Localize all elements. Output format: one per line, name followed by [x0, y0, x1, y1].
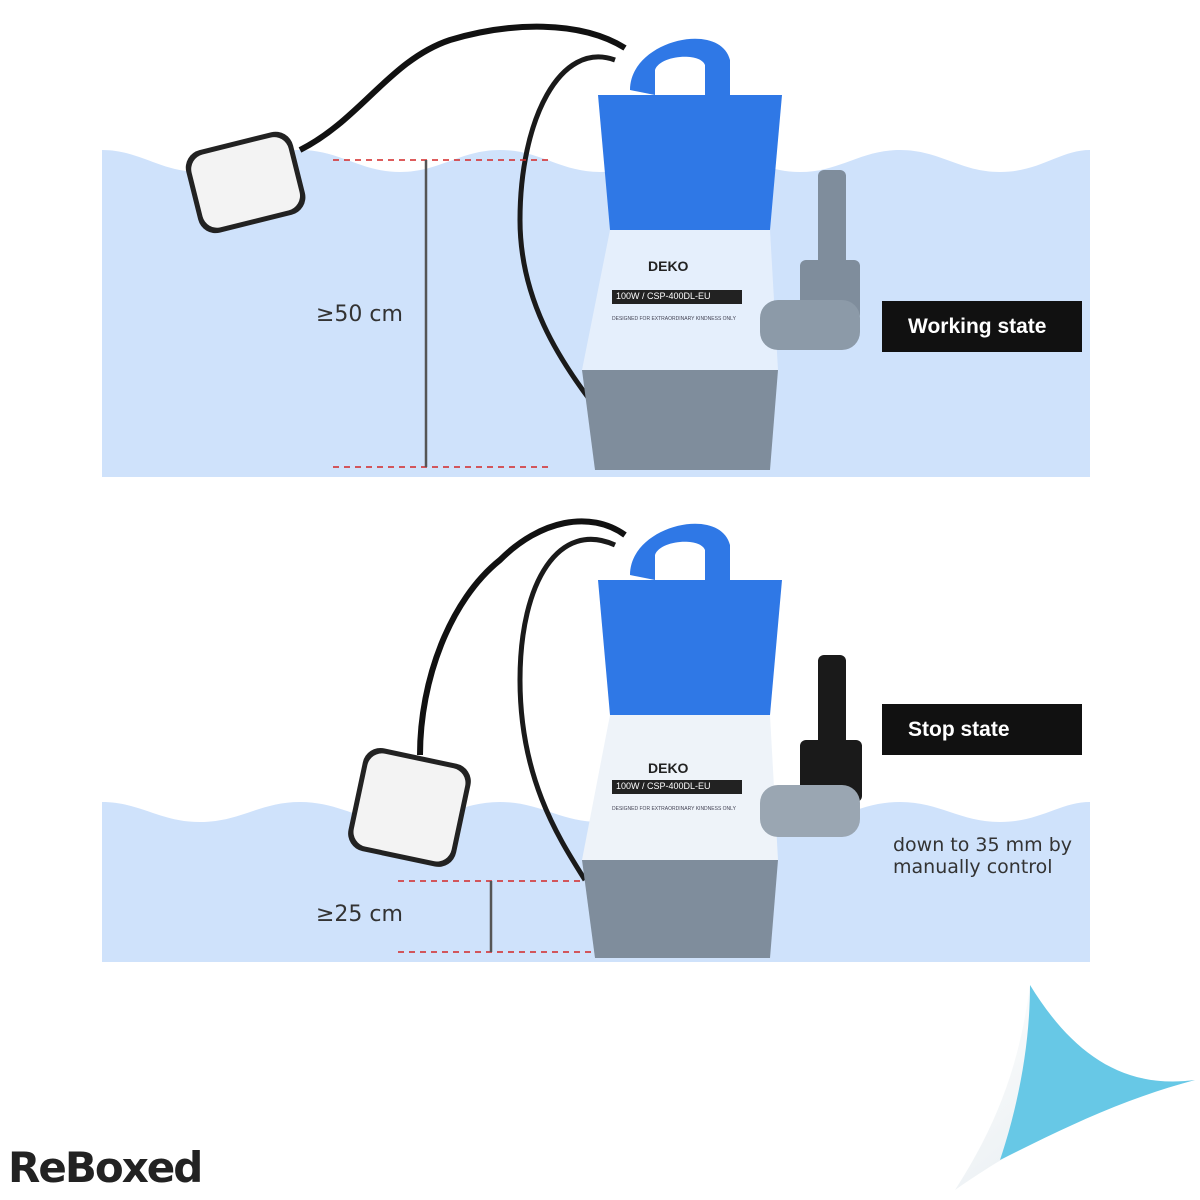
pump-small-text-top: DESIGNED FOR EXTRAORDINARY KINDNESS ONLY [612, 316, 736, 322]
stop-state-label-text: Stop state [908, 717, 1010, 741]
corner-fold [955, 985, 1195, 1190]
pump-bottom [582, 523, 862, 958]
reboxed-logo: ReBoxed [8, 1143, 203, 1192]
pump-brand-bottom: DEKO [648, 760, 689, 776]
stop-state-label: Stop state [882, 704, 1082, 755]
manual-control-note-line2: manually control [893, 856, 1053, 878]
working-state-label: Working state [882, 301, 1082, 352]
float-switch-top [185, 131, 306, 234]
working-state-label-text: Working state [908, 314, 1047, 338]
stop-depth-label: ≥25 cm [316, 902, 403, 927]
power-cable-top [517, 54, 616, 402]
float-cable-top [298, 23, 627, 153]
pump-model-bottom: 100W / CSP-400DL-EU [616, 781, 711, 791]
stop-state-scene [102, 518, 1090, 962]
manual-control-note: down to 35 mm by manually control [893, 834, 1072, 878]
pump-brand-top: DEKO [648, 258, 689, 274]
float-switch-bottom [348, 748, 471, 867]
float-cable-bottom [417, 518, 627, 756]
power-cable-bottom [517, 537, 617, 882]
working-state-scene [102, 23, 1090, 477]
manual-control-note-line1: down to 35 mm by [893, 834, 1072, 856]
pump-top [582, 38, 860, 470]
pump-model-top: 100W / CSP-400DL-EU [616, 291, 711, 301]
pump-small-text-bottom: DESIGNED FOR EXTRAORDINARY KINDNESS ONLY [612, 806, 736, 812]
working-depth-label: ≥50 cm [316, 302, 403, 327]
